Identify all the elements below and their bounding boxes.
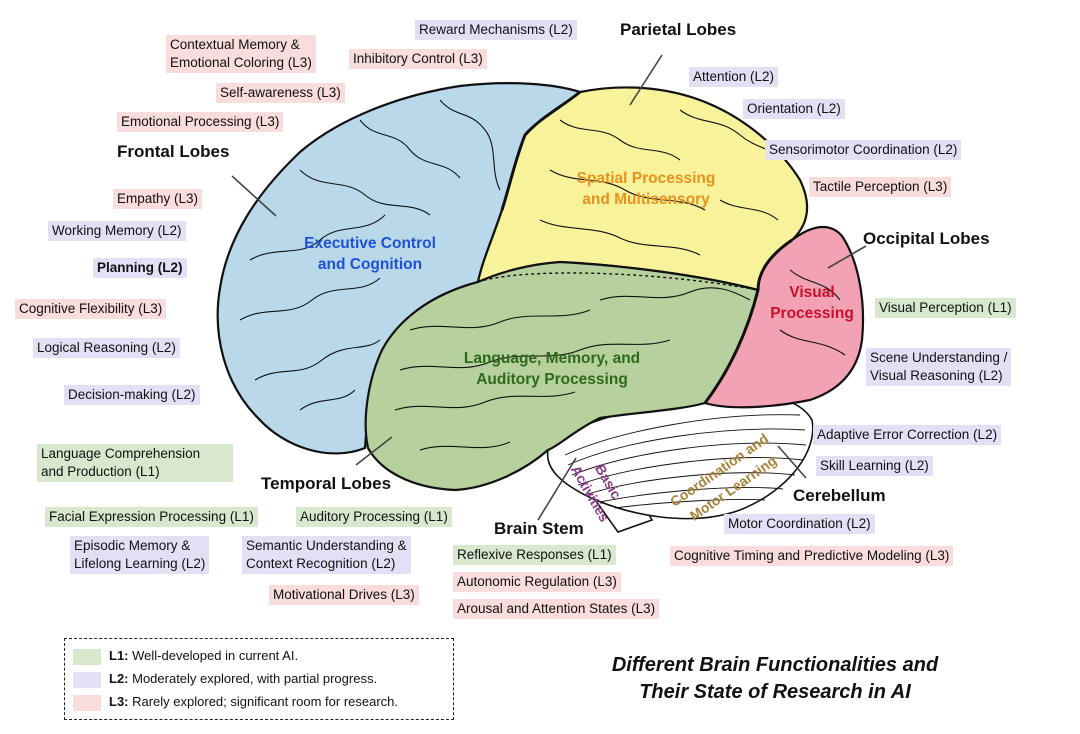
- label-logical-reasoning: Logical Reasoning (L2): [33, 338, 180, 358]
- label-motor-coordination: Motor Coordination (L2): [724, 514, 875, 534]
- brain-gyri: [239, 99, 846, 451]
- label-motivational-drives: Motivational Drives (L3): [269, 585, 419, 605]
- label-empathy: Empathy (L3): [113, 189, 203, 209]
- frontal-lobes-label: Frontal Lobes: [117, 142, 230, 161]
- label-auditory-processing: Auditory Processing (L1): [296, 507, 452, 527]
- label-cognitive-timing: Cognitive Timing and Predictive Modeling…: [670, 546, 954, 566]
- label-scene-understanding: Scene Understanding /Visual Reasoning (L…: [866, 348, 1012, 386]
- legend-swatch-l2: [73, 671, 101, 688]
- label-episodic-memory: Episodic Memory &Lifelong Learning (L2): [70, 536, 210, 574]
- label-contextual-memory: Contextual Memory &Emotional Coloring (L…: [166, 35, 316, 73]
- pointer-lines: [231, 54, 867, 521]
- label-adaptive-error-correction: Adaptive Error Correction (L2): [813, 425, 1002, 445]
- label-inhibitory-control: Inhibitory Control (L3): [349, 49, 487, 69]
- label-visual-perception: Visual Perception (L1): [875, 298, 1016, 318]
- parietal-lobes-label: Parietal Lobes: [620, 20, 737, 39]
- label-orientation: Orientation (L2): [743, 99, 845, 119]
- legend-row-l3: L3: Rarely explored; significant room fo…: [73, 693, 398, 711]
- figure-title: Different Brain Functionalities and Thei…: [611, 654, 939, 703]
- label-working-memory: Working Memory (L2): [48, 221, 186, 241]
- label-emotional-processing: Emotional Processing (L3): [117, 112, 284, 132]
- label-planning: Planning (L2): [93, 258, 187, 278]
- label-attention: Attention (L2): [689, 67, 779, 87]
- label-reflexive-responses: Reflexive Responses (L1): [453, 545, 616, 565]
- legend-row-l1: L1: Well-developed in current AI.: [73, 647, 298, 665]
- label-decision-making: Decision-making (L2): [64, 385, 200, 405]
- label-autonomic-regulation: Autonomic Regulation (L3): [453, 572, 621, 592]
- brain-stem-label: Brain Stem: [494, 519, 584, 538]
- label-cognitive-flexibility: Cognitive Flexibility (L3): [15, 299, 167, 319]
- label-self-awareness: Self-awareness (L3): [216, 83, 345, 103]
- legend-box: L1: Well-developed in current AI. L2: Mo…: [64, 638, 454, 720]
- label-skill-learning: Skill Learning (L2): [816, 456, 933, 476]
- label-reward-mechanisms: Reward Mechanisms (L2): [415, 20, 577, 40]
- label-arousal-attention: Arousal and Attention States (L3): [453, 599, 660, 619]
- cerebellum-label: Cerebellum: [793, 486, 886, 505]
- legend-swatch-l1: [73, 648, 101, 665]
- legend-row-l2: L2: Moderately explored, with partial pr…: [73, 670, 377, 688]
- cerebellum-folds: [564, 414, 807, 509]
- occipital-lobes-label: Occipital Lobes: [863, 229, 990, 248]
- label-tactile-perception: Tactile Perception (L3): [809, 177, 952, 197]
- label-sensorimotor-coordination: Sensorimotor Coordination (L2): [765, 140, 962, 160]
- temporal-lobe-shape: [364, 260, 760, 492]
- label-facial-expression: Facial Expression Processing (L1): [45, 507, 258, 527]
- label-semantic-understanding: Semantic Understanding &Context Recognit…: [242, 536, 411, 574]
- temporal-lobes-label: Temporal Lobes: [261, 474, 392, 493]
- legend-swatch-l3: [73, 694, 101, 711]
